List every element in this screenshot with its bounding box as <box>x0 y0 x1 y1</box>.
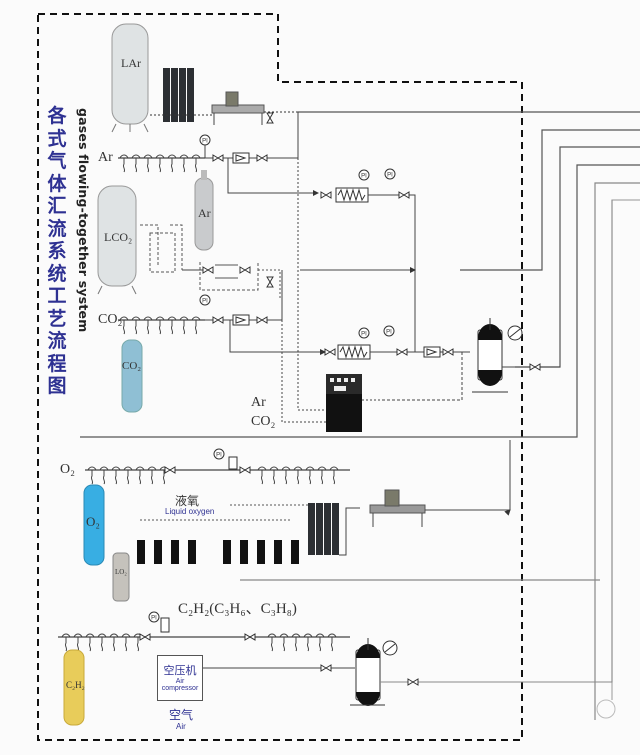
compressor-label-cn: 空压机 <box>163 664 197 677</box>
air-en-label: Air <box>176 722 186 731</box>
compressor-label-en-2: compressor <box>161 685 199 692</box>
c2h2-cylinder <box>63 649 85 726</box>
title-english: gases flowing-together system <box>76 108 91 333</box>
c2h2-cylinder-label: C₂H₂ <box>66 680 85 690</box>
ar-cylinder-label: Ar <box>198 206 211 220</box>
o2-cylinder <box>83 484 105 566</box>
buffer-tank-2 <box>350 200 613 706</box>
ar-cylinder <box>194 170 214 251</box>
mixer-ar-label: Ar <box>251 395 266 410</box>
heater-line-2 <box>324 270 470 360</box>
co2-manifold <box>118 270 326 355</box>
buffer-tank-1 <box>472 318 560 393</box>
pipe-out-2 <box>460 129 640 271</box>
o2-cylinder-label: O₂ <box>86 514 100 529</box>
liquid-oxygen-dewars <box>137 504 310 564</box>
pipe-out-6 <box>611 199 640 700</box>
compressor-label-en-1: Air <box>175 678 185 685</box>
lar-tank <box>111 23 149 133</box>
heater-line-1 <box>300 168 416 273</box>
lar-tank-label: LAr <box>121 56 141 70</box>
title-chinese: 各 式 气 体 汇 流 系 统 工 艺 流 程 图 <box>47 105 67 397</box>
co2-cylinder <box>121 339 143 413</box>
air-cn-label: 空气 <box>169 708 194 722</box>
o2-manifold-label: O₂ <box>60 462 75 477</box>
pipe-out-4 <box>80 164 640 438</box>
system-boundary <box>37 13 523 741</box>
vaporizer-co2 <box>140 224 183 273</box>
fuel-gas-label: C₂H₂(C₃H₆、C₃H₈) <box>178 601 297 617</box>
air-compressor: 空压机 Air compressor <box>157 655 203 701</box>
decorative-circle <box>596 699 616 719</box>
pipe-out-5 <box>594 182 640 720</box>
mixer-co2-label: CO₂ <box>251 414 276 429</box>
bypass-block <box>199 262 281 300</box>
liquid-oxygen-en-label: Liquid oxygen <box>165 507 215 516</box>
pressure-regulating-skid-o2 <box>369 489 426 527</box>
vaporizer-o2 <box>308 503 339 555</box>
gas-mixer <box>326 374 362 432</box>
dewar-label: LO₂ <box>115 568 127 576</box>
co2-manifold-label: CO₂ <box>98 312 123 327</box>
vaporizer-ar <box>163 68 194 122</box>
pressure-regulating-skid-ar <box>211 91 265 125</box>
co2-cylinder-label: CO₂ <box>122 360 142 372</box>
fuel-gas-manifold <box>58 611 350 652</box>
ar-manifold-label: Ar <box>98 150 113 165</box>
ar-manifold <box>118 112 319 196</box>
lo2-dewar <box>112 552 130 602</box>
lco2-tank-label: LCO₂ <box>104 230 133 244</box>
liquid-oxygen-cn-label: 液氧 <box>175 494 200 508</box>
o2-manifold <box>85 448 350 485</box>
lco2-tank <box>97 185 137 295</box>
